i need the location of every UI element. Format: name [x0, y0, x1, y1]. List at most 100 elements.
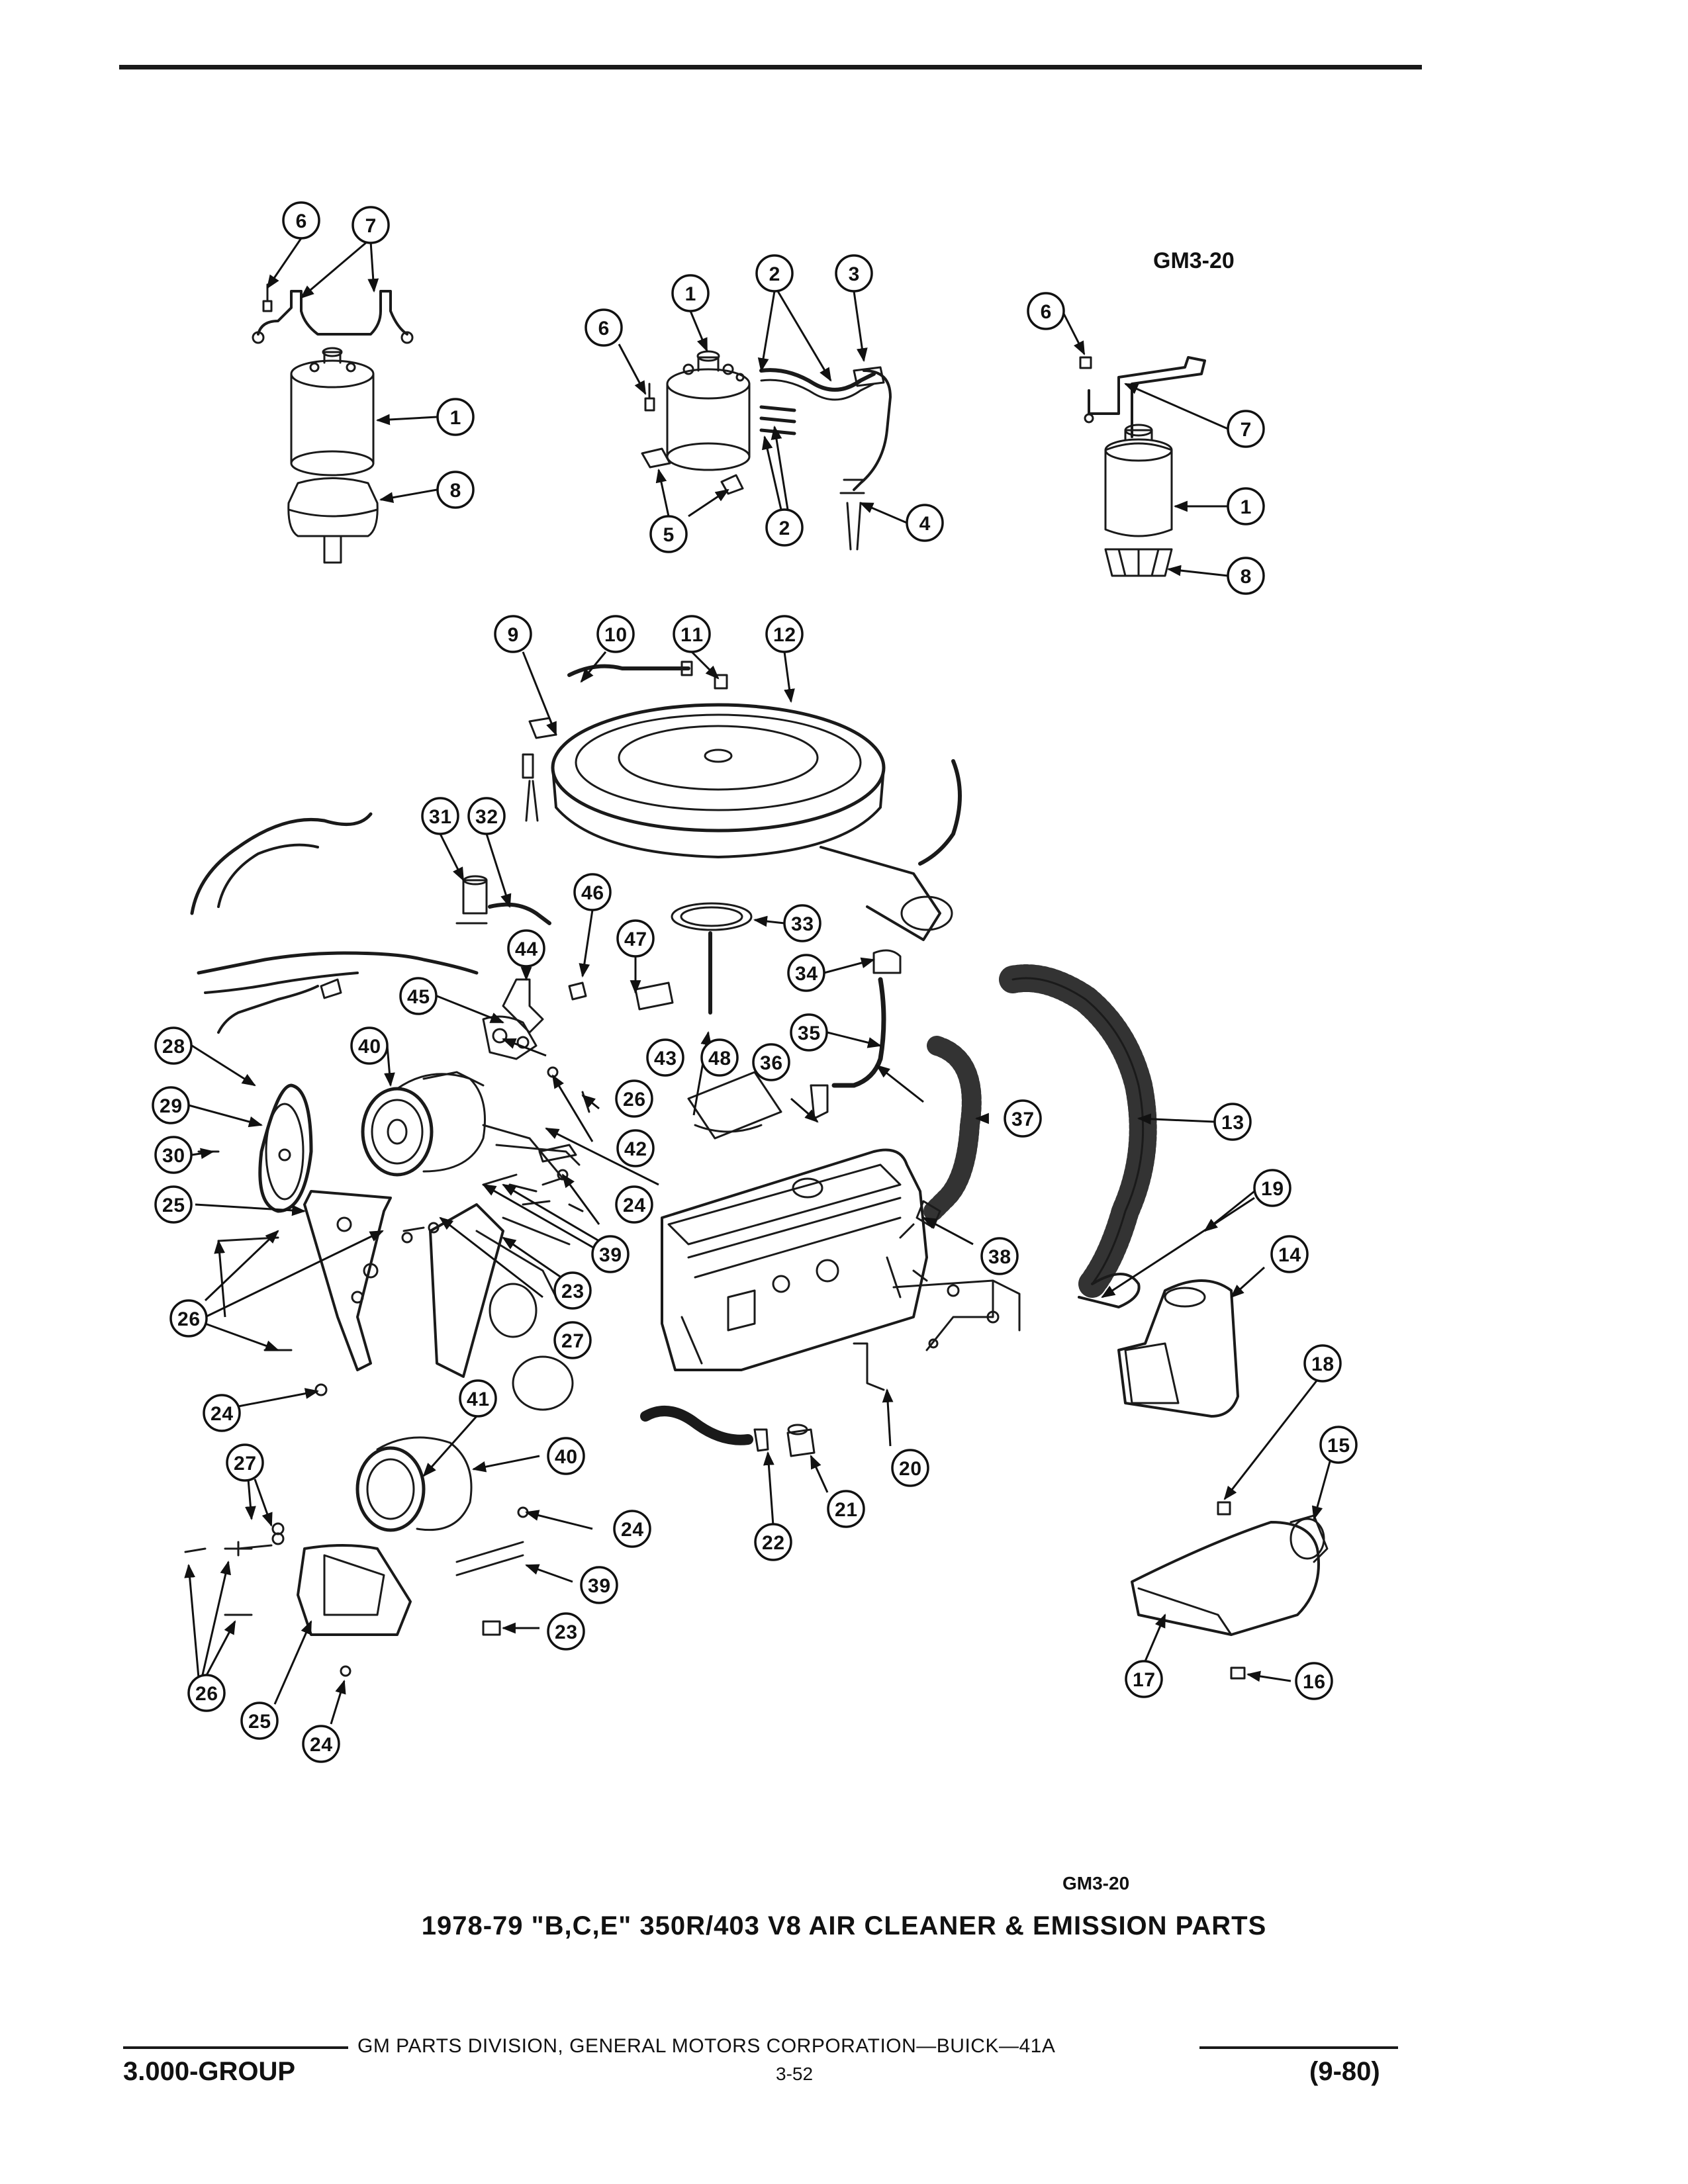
callout-number: 31: [429, 806, 451, 828]
callout-circle: [169, 1299, 208, 1338]
callout-number: 22: [762, 1532, 784, 1554]
callout-circle: [616, 1129, 655, 1167]
callout-number: 43: [654, 1048, 677, 1069]
callout-circle: [187, 1674, 226, 1712]
callout-27: 27: [553, 1321, 592, 1359]
callout-35: 35: [790, 1013, 828, 1052]
callout-39: 39: [580, 1566, 618, 1604]
air-pump-upper: [258, 1071, 584, 1411]
callout-39: 39: [591, 1235, 630, 1273]
callout-circle: [282, 201, 320, 240]
callout-circle: [494, 615, 532, 653]
carburetor-area: [482, 902, 902, 1140]
callout-circle: [1125, 1660, 1163, 1698]
callout-number: 23: [555, 1621, 577, 1643]
callout-number: 24: [621, 1519, 643, 1541]
callout-number: 29: [160, 1095, 182, 1117]
callout-circle: [1027, 292, 1065, 330]
callout-circle: [615, 1079, 653, 1118]
callout-9: 9: [494, 615, 532, 653]
callout-circle: [765, 615, 804, 653]
callout-circle: [553, 1321, 592, 1359]
callout-circle: [646, 1038, 684, 1077]
callout-circle: [580, 1566, 618, 1604]
figure-code-bottom: GM3-20: [1062, 1873, 1129, 1893]
callout-1: 1: [1227, 487, 1265, 525]
callout-circle: [547, 1612, 585, 1651]
callout-number: 27: [561, 1330, 584, 1352]
callout-20: 20: [891, 1449, 929, 1487]
callout-number: 6: [1041, 301, 1052, 323]
engine-block: [661, 1148, 1021, 1391]
callout-2: 2: [765, 508, 804, 547]
callout-23: 23: [553, 1271, 592, 1310]
callout-number: 25: [248, 1711, 271, 1733]
callout-number: 26: [623, 1089, 645, 1111]
callout-circle: [1227, 410, 1265, 448]
callout-41: 41: [459, 1379, 497, 1418]
callout-37: 37: [1004, 1099, 1042, 1138]
callout-6: 6: [1027, 292, 1065, 330]
callout-circle: [596, 615, 635, 653]
callout-14: 14: [1270, 1235, 1309, 1273]
footer-date-code: (9-80): [1309, 2057, 1380, 2086]
callout-circle: [1213, 1103, 1252, 1141]
callout-number: 45: [407, 986, 430, 1008]
canister-middle: [641, 350, 892, 551]
callout-15: 15: [1319, 1426, 1358, 1464]
callout-number: 40: [555, 1446, 577, 1468]
callout-number: 37: [1011, 1109, 1034, 1130]
callout-42: 42: [616, 1129, 655, 1167]
callout-circle: [421, 797, 459, 835]
callout-47: 47: [616, 919, 655, 958]
callout-number: 10: [604, 624, 627, 646]
callout-number: 12: [773, 624, 796, 646]
callout-number: 8: [1241, 566, 1252, 588]
callout-number: 26: [177, 1308, 200, 1330]
callout-6: 6: [585, 308, 623, 347]
callout-number: 17: [1133, 1669, 1155, 1691]
callout-number: 1: [685, 283, 696, 305]
callout-circle: [1319, 1426, 1358, 1464]
footer-rule-right: [1199, 2046, 1398, 2049]
callout-1: 1: [436, 398, 475, 436]
callout-number: 1: [450, 407, 461, 429]
callout-2: 2: [755, 254, 794, 293]
callout-number: 8: [450, 480, 461, 502]
callout-number: 7: [1241, 419, 1252, 441]
callout-number: 21: [835, 1499, 857, 1521]
callout-circle: [507, 929, 545, 968]
callout-circle: [752, 1043, 790, 1081]
callout-circle: [1227, 487, 1265, 525]
part-drawings: [184, 283, 1329, 1680]
callout-number: 38: [988, 1246, 1011, 1268]
callout-6: 6: [282, 201, 320, 240]
callout-45: 45: [399, 977, 438, 1015]
callout-number: 6: [296, 210, 307, 232]
callout-circle: [585, 308, 623, 347]
callout-circle: [459, 1379, 497, 1418]
callout-number: 42: [624, 1138, 647, 1160]
callout-31: 31: [421, 797, 459, 835]
callout-circle: [1004, 1099, 1042, 1138]
callout-circle: [1303, 1344, 1342, 1383]
callout-5: 5: [649, 515, 688, 553]
callout-circle: [154, 1136, 193, 1174]
callout-11: 11: [673, 615, 711, 653]
callout-circle: [553, 1271, 592, 1310]
callout-number: 47: [624, 929, 647, 950]
callout-number: 11: [680, 624, 703, 646]
callout-number: 44: [515, 938, 538, 960]
callout-7: 7: [352, 206, 390, 244]
callout-circle: [436, 398, 475, 436]
callout-43: 43: [646, 1038, 684, 1077]
figure-code-top: GM3-20: [1153, 248, 1235, 273]
callout-34: 34: [787, 954, 825, 992]
footer-rule-left: [123, 2046, 348, 2049]
callout-number: 39: [588, 1575, 610, 1597]
footer-group: 3.000-GROUP: [123, 2057, 296, 2086]
callout-circle: [240, 1702, 279, 1740]
callout-circle: [671, 274, 710, 312]
callout-circle: [700, 1038, 739, 1077]
